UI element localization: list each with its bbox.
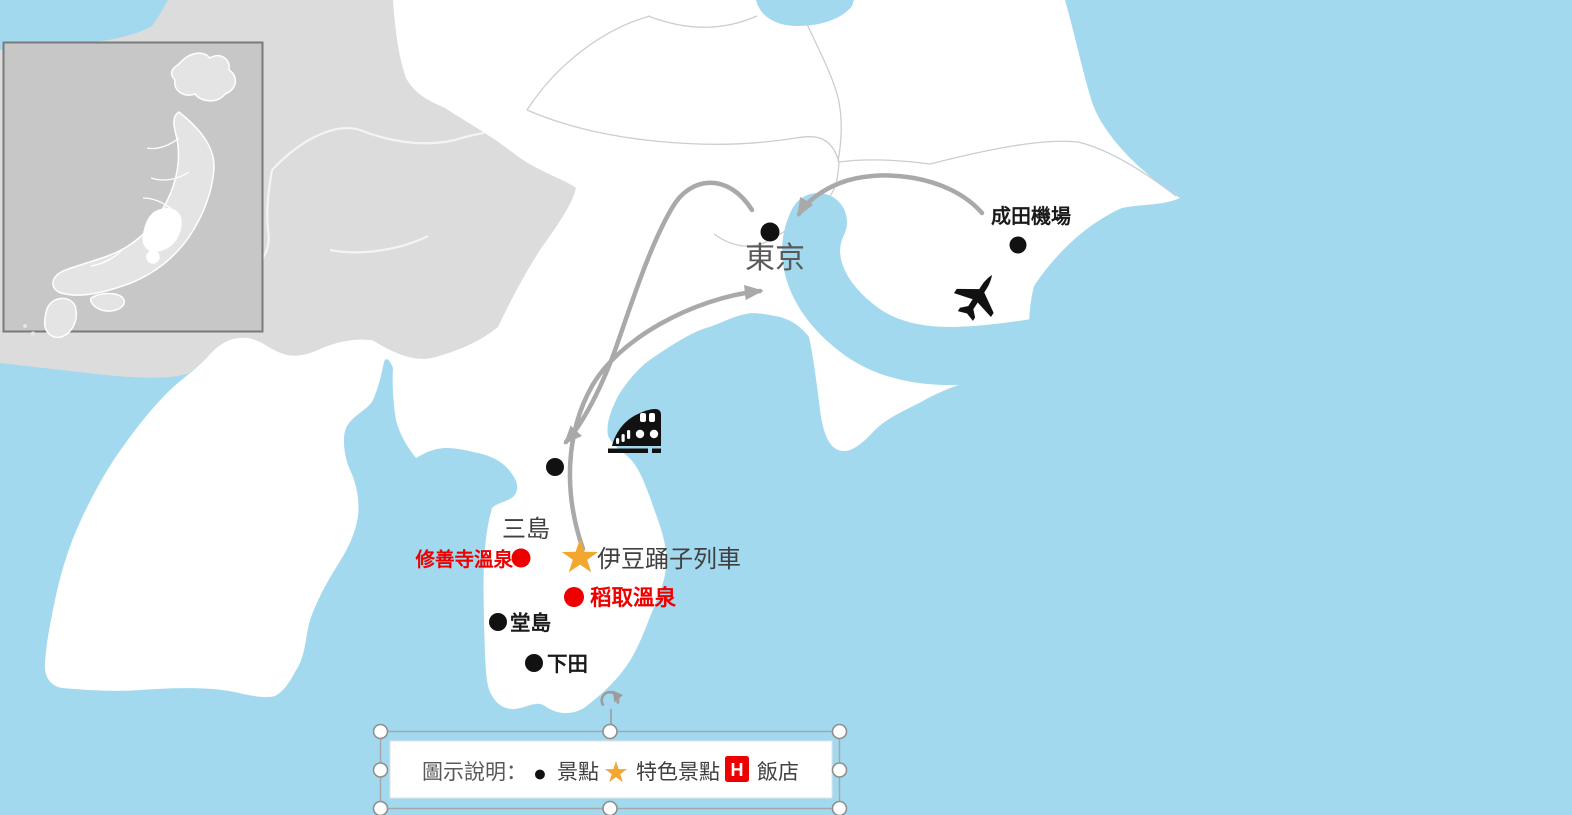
legend-hotel-label: 飯店 — [757, 761, 799, 784]
inset-hokkaido — [170, 52, 237, 102]
featured-star-icon[interactable] — [561, 539, 599, 573]
mishima-label[interactable]: 三島 — [502, 516, 550, 543]
route-tokyo-to-mishima[interactable] — [563, 180, 755, 445]
inset-island — [30, 331, 36, 337]
shimoda-label[interactable]: 下田 — [547, 653, 588, 676]
highland-boundary-lines — [259, 127, 485, 263]
shimoda-dot[interactable] — [525, 654, 543, 672]
tokyo-label[interactable]: 東京 — [745, 242, 805, 275]
narita-dot[interactable] — [1009, 236, 1027, 254]
inset-kyushu — [43, 297, 78, 339]
resize-handle-top-center[interactable] — [602, 723, 618, 740]
tokyo-bay — [782, 193, 1069, 385]
star-icon: ★ — [603, 757, 629, 789]
japan-overview-inset-map[interactable] — [2, 41, 264, 339]
resize-handle-bottom-center[interactable] — [602, 800, 618, 815]
airplane-icon[interactable] — [947, 263, 1011, 328]
resize-handle-middle-left[interactable] — [372, 762, 389, 778]
dojima-label[interactable]: 堂島 — [510, 611, 551, 635]
resize-handle-bottom-right[interactable] — [831, 800, 848, 815]
mishima-dot[interactable] — [546, 458, 564, 476]
legend-box[interactable] — [389, 740, 833, 799]
route-narita-to-tokyo[interactable] — [796, 173, 985, 218]
north-inlet — [756, 0, 854, 26]
resize-handle-top-left[interactable] — [372, 723, 389, 740]
shuzenji-dot[interactable] — [511, 548, 531, 568]
inset-island — [23, 324, 27, 328]
inset-honshu — [52, 111, 215, 296]
inatori-onsen-label[interactable]: 稻取溫泉 — [590, 585, 677, 610]
tokyo-dot[interactable] — [760, 222, 780, 242]
route-arrows[interactable] — [563, 173, 985, 552]
legend-featured-label: 特色景點 — [636, 761, 720, 784]
inset-izu-highlight — [146, 250, 160, 264]
legend-selection-group[interactable]: 圖示說明： ● 景點 ★ 特色景點 H 飯店 — [372, 690, 848, 815]
hotel-icon: H — [725, 756, 749, 782]
inset-shikoku — [90, 292, 125, 312]
resize-handle-bottom-left[interactable] — [372, 800, 389, 815]
train-icon[interactable] — [608, 409, 661, 453]
rotate-handle-icon[interactable] — [600, 690, 623, 707]
inatori-dot[interactable] — [564, 587, 584, 607]
narita-airport-label[interactable]: 成田機場 — [991, 204, 1071, 228]
resize-handles — [372, 723, 848, 815]
route-izu-to-tokyo[interactable] — [567, 284, 764, 552]
svg-text:H: H — [731, 760, 744, 780]
dot-icon: ● — [533, 760, 547, 786]
legend-title: 圖示說明： — [422, 761, 527, 784]
shuzenji-onsen-label[interactable]: 修善寺溫泉 — [414, 548, 513, 571]
resize-handle-top-right[interactable] — [831, 723, 848, 740]
dojima-dot[interactable] — [489, 613, 507, 631]
inset-kanto-highlight — [142, 208, 182, 252]
resize-handle-middle-right[interactable] — [831, 762, 848, 778]
legend-spot-label: 景點 — [557, 761, 599, 784]
izu-odoriko-train-label[interactable]: 伊豆踊子列車 — [597, 546, 741, 573]
